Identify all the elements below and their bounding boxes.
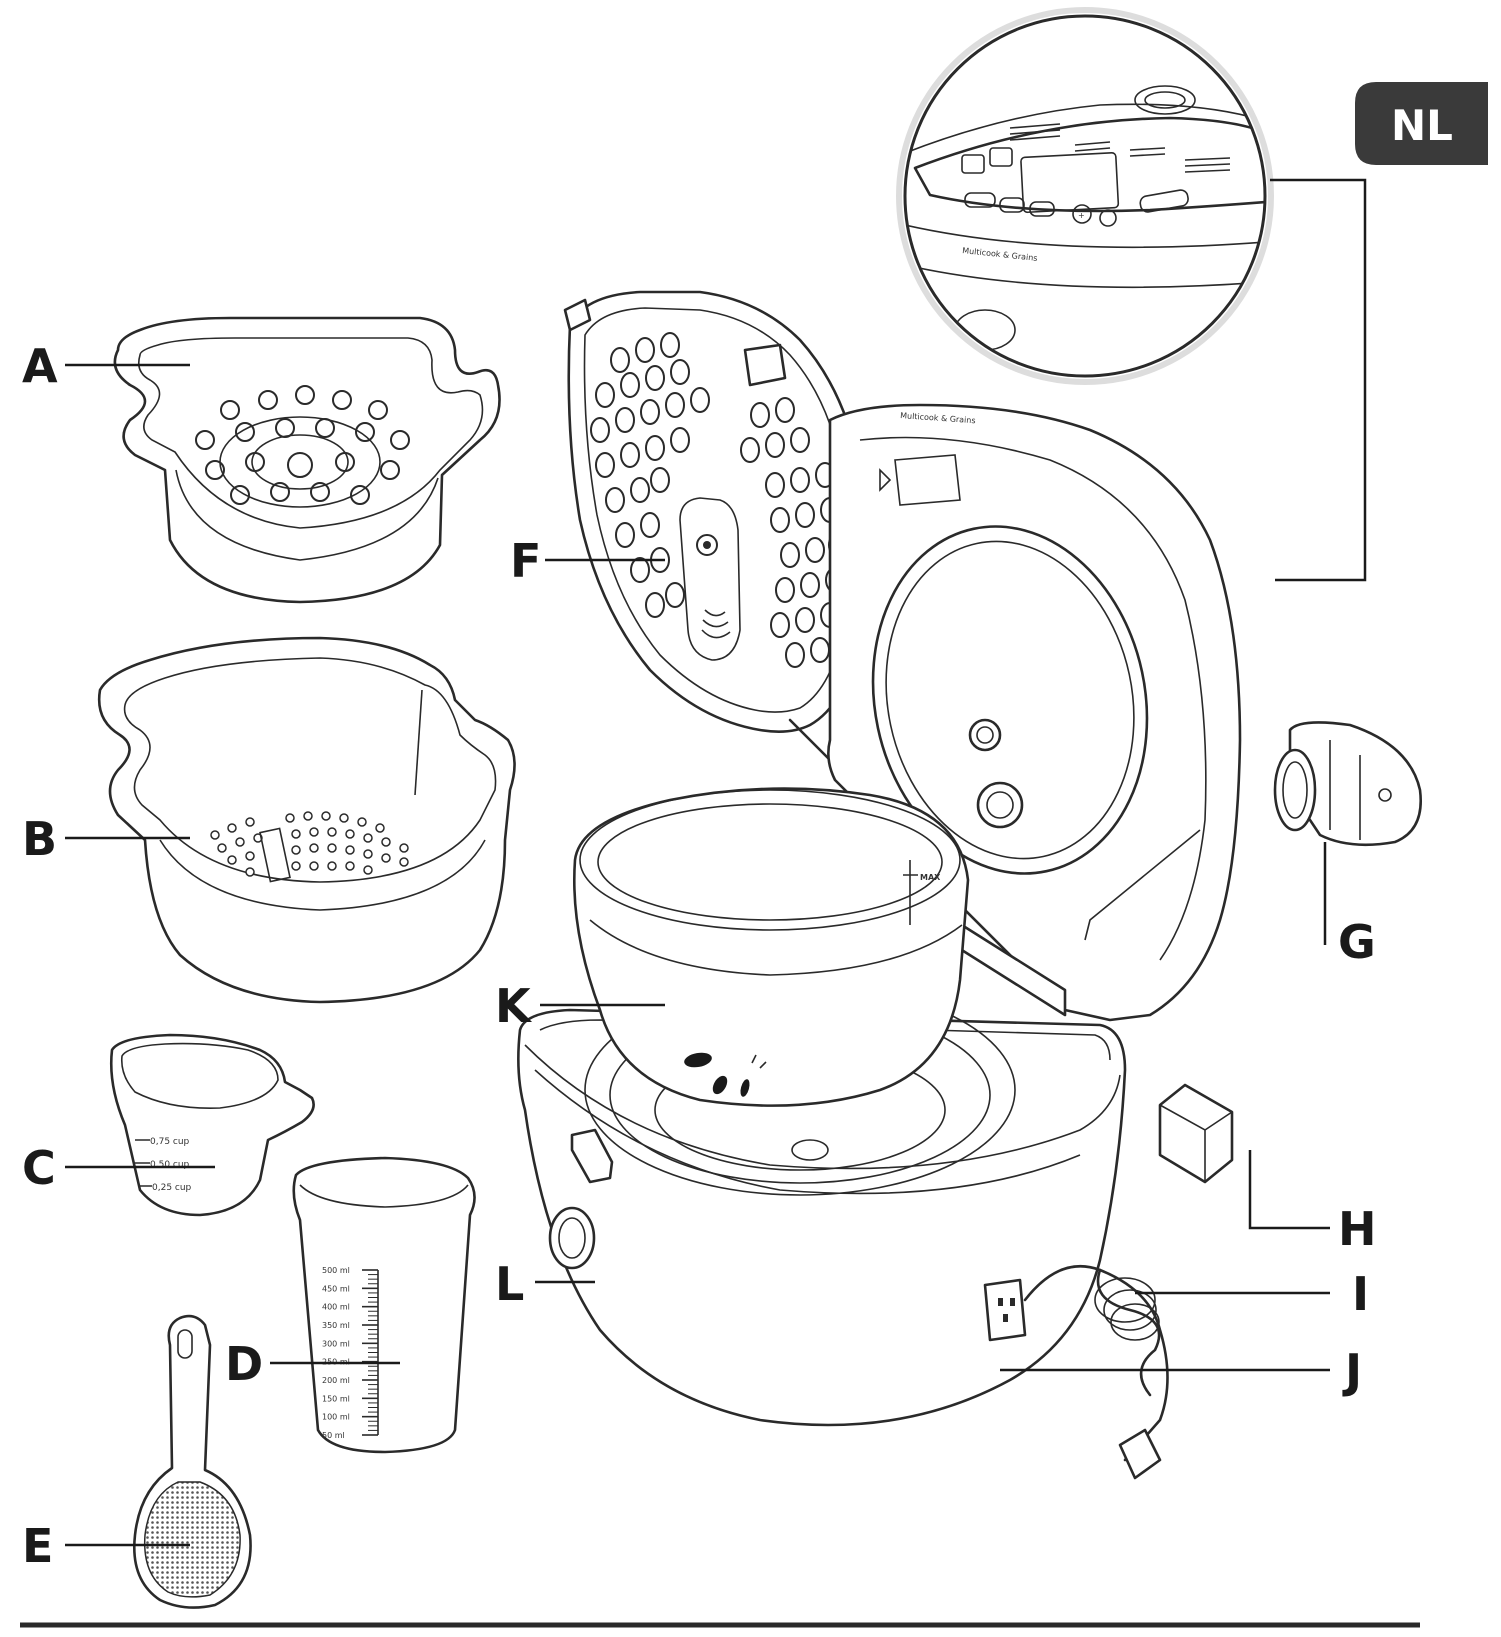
lid-hole — [645, 592, 665, 618]
lid-hole — [630, 557, 650, 583]
lid-hole — [665, 582, 685, 608]
lid-hole — [790, 427, 810, 453]
lid-hole — [640, 512, 660, 538]
lid-hole — [770, 612, 790, 638]
language-badge: NL — [1355, 82, 1488, 165]
lid-hole — [615, 522, 635, 548]
lid-hole — [795, 502, 815, 528]
lid-hole — [785, 642, 805, 668]
label-c: C — [22, 1141, 56, 1195]
part-f-inner-lid — [563, 290, 869, 762]
label-h: H — [1338, 1202, 1377, 1256]
lid-hole — [775, 577, 795, 603]
cup-c-mark-2: 0,50 cup — [150, 1160, 190, 1170]
lid-hole — [765, 432, 785, 458]
lid-hole — [630, 477, 650, 503]
lid-hole — [620, 372, 640, 398]
jug-d-mark: 500 ml — [322, 1266, 350, 1275]
label-l: L — [495, 1257, 524, 1311]
lid-hole — [660, 332, 680, 358]
jug-d-mark: 200 ml — [322, 1376, 350, 1385]
jug-d-mark: 150 ml — [322, 1394, 350, 1403]
jug-d-mark: 400 ml — [322, 1303, 350, 1312]
lid-hole — [595, 382, 615, 408]
lid-hole — [780, 542, 800, 568]
leader-panel — [1270, 178, 1367, 582]
lid-hole — [645, 435, 665, 461]
label-a: A — [22, 339, 58, 393]
lid-hole — [665, 392, 685, 418]
lid-hole — [670, 427, 690, 453]
label-e: E — [22, 1519, 53, 1573]
lid-hole — [590, 417, 610, 443]
lid-hole — [605, 487, 625, 513]
lid-hole — [620, 442, 640, 468]
label-g: G — [1338, 915, 1376, 969]
lid-hole — [670, 359, 690, 385]
pot-max-mark: MAX — [920, 873, 941, 882]
lid-hole — [770, 507, 790, 533]
basket-a-holes — [195, 385, 410, 508]
label-b: B — [22, 812, 57, 866]
part-e-rice-spoon — [133, 1314, 252, 1609]
lid-hole — [775, 397, 795, 423]
lid-hole — [765, 472, 785, 498]
lid-hole — [805, 537, 825, 563]
label-k: K — [495, 979, 533, 1033]
lid-hole — [795, 607, 815, 633]
lid-f-holes — [590, 332, 848, 668]
jug-d-mark: 50 ml — [322, 1431, 345, 1440]
jug-d-mark: 100 ml — [322, 1413, 350, 1422]
leader-lines — [65, 178, 1367, 1547]
lid-hole — [645, 365, 665, 391]
panel-plus-label: + — [1078, 211, 1085, 220]
leader-h — [1248, 1150, 1330, 1230]
jug-d-mark: 450 ml — [322, 1284, 350, 1293]
part-g-steam-valve — [1273, 721, 1422, 847]
lid-hole — [650, 467, 670, 493]
lid-hole — [790, 467, 810, 493]
label-f: F — [510, 534, 541, 588]
lid-hole — [810, 637, 830, 663]
lid-hole — [740, 437, 760, 463]
language-badge-bg — [1355, 82, 1488, 165]
part-letters: A B C D E F G H I J K L — [22, 339, 1377, 1573]
cup-c-mark-1: 0,75 cup — [150, 1137, 190, 1147]
language-badge-text: NL — [1391, 101, 1453, 150]
lid-hole — [800, 572, 820, 598]
lid-hole — [615, 407, 635, 433]
lid-hole — [595, 452, 615, 478]
lid-hole — [635, 337, 655, 363]
jug-d-mark: 350 ml — [322, 1321, 350, 1330]
bowl-b-holes — [210, 811, 409, 877]
lid-hole — [610, 347, 630, 373]
jug-d-mark: 300 ml — [322, 1339, 350, 1348]
control-panel-zoom: + Multicook & Grains — [896, 7, 1274, 385]
label-i: I — [1352, 1267, 1369, 1321]
part-k-inner-pot: MAX — [572, 787, 970, 1107]
part-c-measuring-cup: 0,75 cup 0,50 cup 0,25 cup — [109, 1033, 315, 1217]
part-a-steam-basket — [113, 316, 501, 604]
label-j: J — [1342, 1344, 1362, 1398]
lid-hole — [750, 402, 770, 428]
label-d: D — [225, 1337, 263, 1391]
lid-hole — [690, 387, 710, 413]
part-b-steam-bowl — [97, 636, 516, 1004]
cup-c-mark-3: 0,25 cup — [152, 1183, 192, 1193]
lid-hole — [640, 399, 660, 425]
